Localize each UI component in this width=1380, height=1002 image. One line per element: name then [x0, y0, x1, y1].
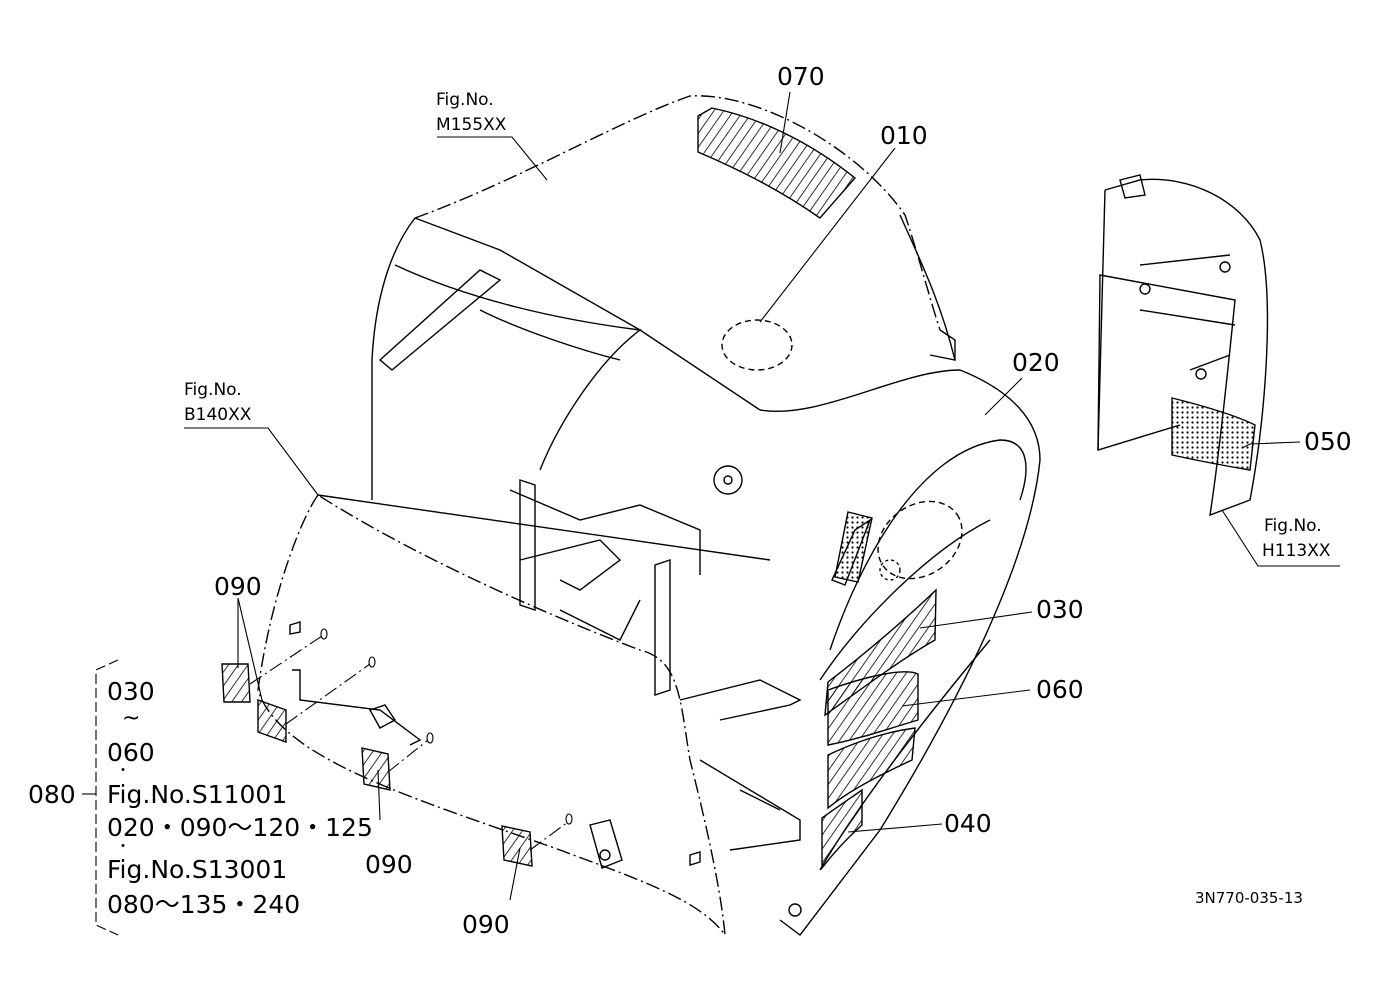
hood-top-edge	[414, 217, 761, 411]
rear-cover	[1097, 178, 1269, 517]
drawing-code: 3N770-035-13	[1195, 889, 1303, 907]
kit-line-020-125: 020・090～120・125	[107, 813, 373, 842]
kit-line-080-240: 080～135・240	[107, 890, 301, 919]
label-090-top: 090	[214, 572, 262, 601]
decal-060b	[827, 727, 916, 810]
decal-060	[827, 671, 919, 746]
decal-020	[834, 511, 873, 583]
hood-left-window	[378, 269, 502, 371]
kit-line-060: 060	[107, 738, 155, 767]
fig-ref-b140-line2: B140XX	[184, 405, 252, 425]
kit-line-030: 030	[107, 677, 155, 706]
decal-090-2	[257, 699, 287, 743]
kit-label-080: 080	[28, 780, 76, 809]
fig-ref-m155-line2: M155XX	[436, 115, 507, 135]
label-060: 060	[1036, 675, 1084, 704]
fig-ref-b140-line1: Fig.No.	[184, 380, 242, 400]
kit-line-s13001: Fig.No.S13001	[107, 855, 288, 884]
label-040: 040	[944, 809, 992, 838]
decal-070	[697, 107, 857, 219]
label-020: 020	[1012, 348, 1060, 377]
kit-line-s11001: Fig.No.S11001	[107, 780, 288, 809]
label-090-bottom: 090	[462, 910, 510, 939]
label-010: 010	[880, 121, 928, 150]
hood-left-side	[371, 217, 416, 500]
label-050: 050	[1304, 427, 1352, 456]
fig-ref-m155-line1: Fig.No.	[436, 90, 494, 110]
front-panel	[257, 494, 726, 938]
decal-090-3	[361, 747, 391, 791]
label-090-mid: 090	[365, 850, 413, 879]
decal-090-4	[501, 825, 533, 867]
label-030: 030	[1036, 595, 1084, 624]
fig-ref-h113-line2: H113XX	[1262, 541, 1331, 561]
kit-tilde: ~	[122, 706, 141, 731]
front-frame	[759, 369, 1041, 936]
fig-ref-h113-line1: Fig.No.	[1264, 516, 1322, 536]
decal-050	[1171, 397, 1256, 471]
kit-dot-2: ・	[116, 839, 130, 855]
kit-dot-1: ・	[116, 763, 130, 779]
decal-040	[821, 788, 863, 871]
label-070: 070	[777, 62, 825, 91]
decal-090-1	[221, 663, 251, 703]
hood-outline	[414, 95, 941, 331]
